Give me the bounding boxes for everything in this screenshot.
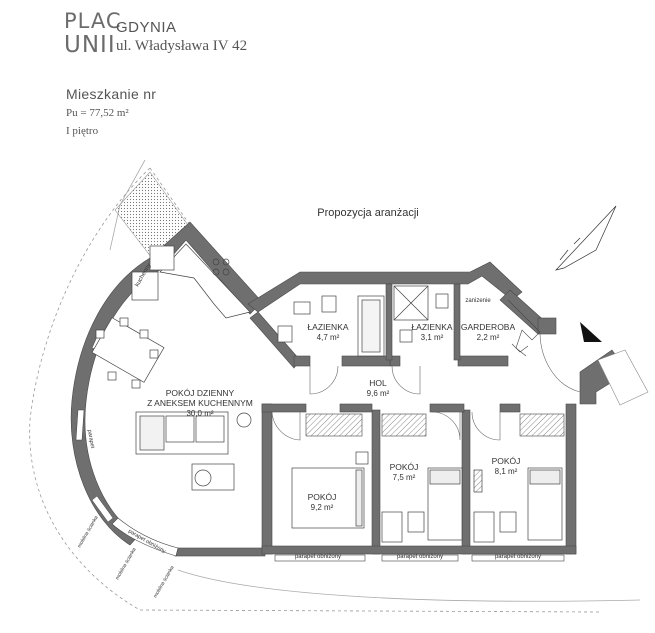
parapet-label-1: parapet obniżony — [295, 554, 341, 560]
wall-side-label: parapet — [86, 429, 95, 449]
room-labels: POKÓJ DZIENNY Z ANEKSEM KUCHENNYM 30,0 m… — [147, 298, 520, 512]
parapet-label-2: parapet obniżony — [397, 554, 443, 560]
area-wardrobe: 2,2 m² — [477, 333, 500, 342]
logo-line2: UNII — [64, 32, 116, 58]
walls — [70, 221, 629, 557]
street-label: ul. Władysława IV 42 — [116, 38, 248, 54]
sofa — [135, 411, 252, 491]
kitchen-counter — [131, 243, 251, 319]
area-room3: 8,1 m² — [495, 467, 518, 476]
north-arrow — [554, 205, 617, 271]
door-swings — [271, 331, 581, 441]
note-zanizenie: zanizenie — [465, 298, 491, 304]
usable-area: Pu = 77,52 m² — [66, 107, 129, 119]
bedroom-wardrobes — [305, 413, 565, 437]
bath1-fixtures — [277, 295, 385, 357]
area-bath2: 3,1 m² — [421, 333, 444, 342]
label-living-1: POKÓJ DZIENNY — [166, 388, 235, 398]
floor-level: I piętro — [66, 125, 99, 137]
label-room2: POKÓJ — [390, 462, 419, 472]
dining-table — [91, 317, 165, 389]
label-living-2: Z ANEKSEM KUCHENNYM — [147, 398, 253, 408]
terrace-outline — [29, 167, 601, 613]
area-room1: 9,2 m² — [311, 503, 334, 512]
area-room2: 7,5 m² — [393, 473, 416, 482]
apartment-title: Mieszkanie nr — [66, 86, 157, 102]
mobile-wall-label-2: mobilna ścianka — [115, 547, 138, 581]
label-wardrobe: GARDEROBA — [461, 322, 516, 332]
bath2-fixtures — [393, 285, 449, 343]
label-room1: POKÓJ — [308, 492, 337, 502]
area-hall: 9,6 m² — [367, 389, 390, 398]
logo-line1: PLAC — [64, 9, 122, 33]
wardrobe-shelves — [507, 299, 541, 357]
east-wing — [597, 349, 649, 406]
label-hall: HOL — [369, 378, 387, 388]
parapet-label-3: parapet obniżony — [495, 554, 541, 560]
parapet-bands — [111, 517, 565, 562]
label-bath1: ŁAZIENKA — [307, 322, 348, 332]
city-label: GDYNIA — [116, 19, 177, 36]
beds — [291, 451, 563, 541]
desks — [381, 511, 517, 543]
area-bath1: 4,7 m² — [317, 333, 340, 342]
area-living: 30,0 m² — [186, 409, 213, 418]
mobile-wall-label-1: mobilna ścianka — [77, 515, 100, 549]
label-room3: POKÓJ — [492, 456, 521, 466]
entrance-arrow — [580, 322, 602, 342]
plan-caption: Propozycja aranżacji — [317, 207, 419, 219]
parapet-labels: parapet obniżony parapet obniżony parape… — [295, 554, 541, 560]
mobile-wall-label-3: mobilna ścianka — [153, 565, 176, 599]
label-bath2: ŁAZIENKA — [411, 322, 452, 332]
